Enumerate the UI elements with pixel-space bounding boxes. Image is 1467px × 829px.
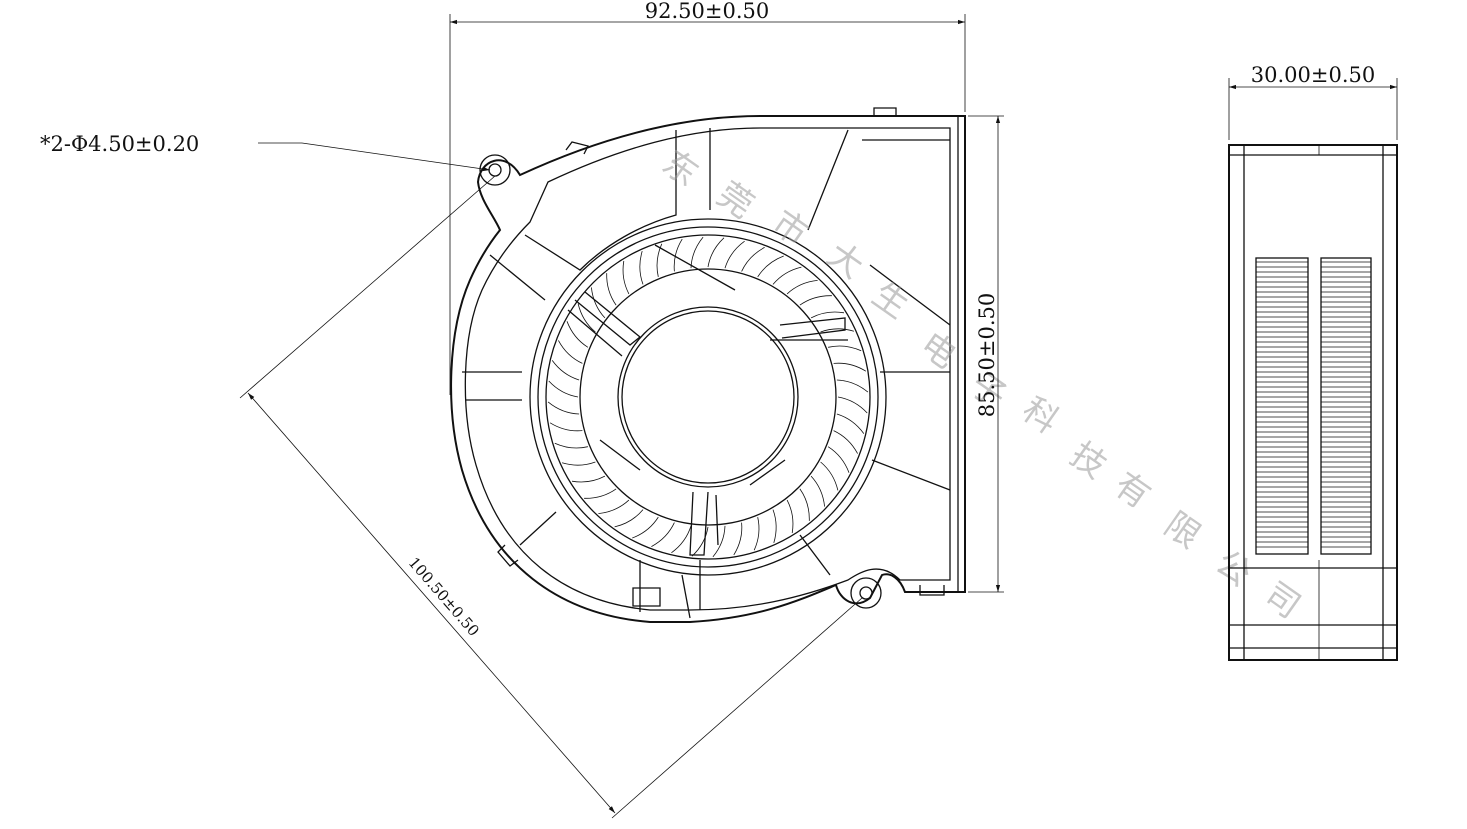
impeller-blade bbox=[799, 295, 832, 306]
impeller-blade bbox=[827, 446, 850, 473]
impeller-blade bbox=[577, 303, 596, 333]
impeller-blade bbox=[561, 461, 596, 466]
housing-inner bbox=[464, 127, 951, 611]
mount-hole-top-boss bbox=[479, 154, 511, 186]
impeller-blade bbox=[673, 238, 683, 272]
impeller-blade bbox=[837, 396, 868, 414]
dim-height-label: 85.50±0.50 bbox=[975, 293, 999, 417]
dim-width bbox=[449, 14, 966, 395]
watermark-char: 司 bbox=[1257, 575, 1308, 627]
impeller-blade bbox=[549, 422, 583, 432]
impeller-blade bbox=[733, 522, 743, 556]
mount-hole-top bbox=[488, 163, 502, 177]
tab-left-top bbox=[565, 141, 589, 155]
watermark-char: 有 bbox=[1107, 465, 1158, 517]
impeller-blades bbox=[547, 236, 869, 558]
hole-callout-label: *2-Φ4.50±0.20 bbox=[40, 132, 199, 156]
impeller-blade bbox=[820, 461, 839, 491]
impeller-blade bbox=[547, 401, 580, 415]
impeller-blade bbox=[833, 362, 867, 372]
impeller-blade bbox=[584, 488, 617, 499]
impeller-blade bbox=[591, 287, 606, 319]
impeller-blade bbox=[712, 525, 726, 558]
dim-thickness-label: 30.00±0.50 bbox=[1251, 63, 1375, 87]
impeller-blade bbox=[690, 236, 704, 269]
dim-diagonal bbox=[239, 175, 863, 819]
dim-width-label: 92.50±0.50 bbox=[645, 0, 769, 23]
impeller-blade bbox=[833, 430, 858, 454]
hub-circle bbox=[617, 306, 799, 488]
impeller-blade bbox=[836, 413, 865, 434]
impeller-blade bbox=[741, 247, 765, 272]
impeller-blade bbox=[786, 280, 818, 295]
impeller-blade bbox=[554, 442, 588, 449]
impeller-blade bbox=[836, 379, 869, 393]
watermark-char: 市 bbox=[765, 203, 816, 255]
impeller-blade bbox=[772, 266, 802, 285]
impeller-blade bbox=[757, 255, 784, 278]
mount-hole-bottom bbox=[859, 586, 873, 600]
impeller-blade bbox=[639, 250, 644, 285]
side-view bbox=[1228, 144, 1398, 661]
tab-bottom bbox=[919, 585, 945, 596]
watermark-char: 技 bbox=[1063, 435, 1114, 487]
impeller-blade bbox=[656, 243, 663, 277]
impeller-blade bbox=[820, 328, 855, 333]
motor-struts bbox=[567, 244, 848, 556]
impeller-blade bbox=[772, 509, 777, 544]
impeller-blade bbox=[753, 517, 760, 551]
side-outline bbox=[1228, 144, 1398, 661]
impeller-blade bbox=[614, 509, 644, 528]
front-view: 东莞市大生电子科技有限公司 bbox=[450, 107, 1308, 627]
impeller-blade bbox=[828, 345, 862, 352]
mount-hole-bottom-boss bbox=[850, 577, 882, 609]
impeller-blade bbox=[558, 340, 583, 364]
impeller-blade bbox=[691, 526, 709, 557]
housing-ribs bbox=[462, 128, 951, 619]
impeller-blade bbox=[810, 311, 845, 319]
dim-height bbox=[968, 115, 1004, 593]
watermark-char: 东 bbox=[655, 143, 706, 195]
impeller-blade bbox=[548, 380, 579, 398]
dim-diagonal-label: 100.50±0.50 bbox=[405, 554, 483, 640]
impeller-blade bbox=[632, 516, 659, 539]
dim-thickness bbox=[1228, 78, 1398, 140]
hole-callout-leader bbox=[258, 142, 491, 172]
impeller-ring-2 bbox=[537, 226, 879, 568]
impeller-blade bbox=[622, 260, 630, 295]
tab-top bbox=[873, 107, 897, 116]
watermark-char: 大 bbox=[820, 235, 871, 287]
impeller-blade bbox=[566, 321, 589, 348]
housing-outline bbox=[450, 115, 966, 623]
watermark-char: 电 bbox=[913, 325, 964, 377]
impeller-blade bbox=[551, 360, 580, 381]
impeller-blade bbox=[724, 240, 745, 269]
impeller-blade bbox=[799, 488, 810, 521]
impeller-blade bbox=[651, 522, 675, 547]
impeller-blade bbox=[810, 475, 825, 507]
impeller-blade bbox=[671, 525, 692, 554]
watermark-char: 生 bbox=[865, 275, 916, 327]
impeller-ring-3 bbox=[545, 234, 871, 560]
hub-circle-inner bbox=[621, 310, 795, 484]
impeller-blade bbox=[598, 499, 630, 514]
side-fins bbox=[1256, 261, 1371, 548]
watermark-char: 限 bbox=[1157, 505, 1208, 557]
impeller-blade bbox=[606, 273, 617, 306]
watermark-char: 公 bbox=[1208, 543, 1259, 595]
impeller-blade bbox=[786, 499, 794, 534]
impeller-blade bbox=[707, 237, 725, 268]
watermark-char: 科 bbox=[1015, 390, 1066, 442]
impeller-blade bbox=[571, 475, 606, 483]
